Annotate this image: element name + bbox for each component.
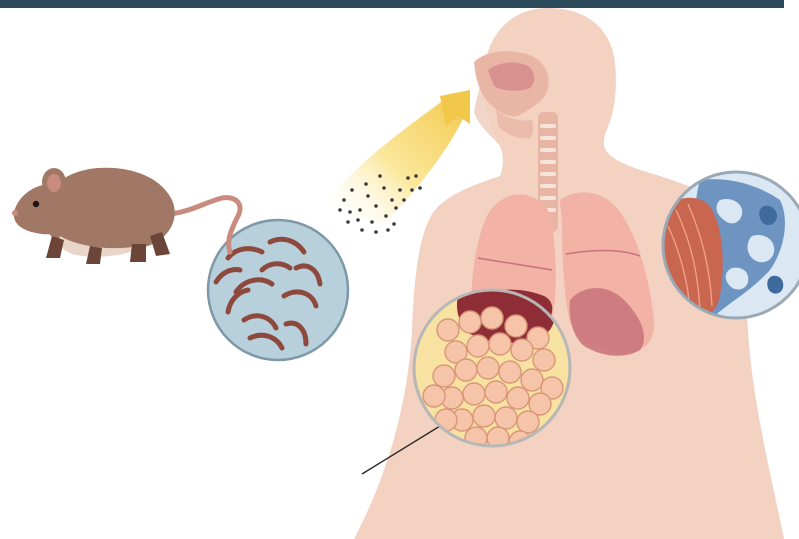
alveolus bbox=[433, 365, 455, 387]
alveolus bbox=[423, 385, 445, 407]
alveolus bbox=[485, 381, 507, 403]
aerosol-particle bbox=[366, 194, 370, 198]
alveolus bbox=[507, 387, 529, 409]
aerosol-particle bbox=[398, 188, 402, 192]
aerosol-particle bbox=[402, 198, 406, 202]
aerosol-particle bbox=[394, 206, 398, 210]
aerosol-particle bbox=[390, 198, 394, 202]
alveolus bbox=[437, 319, 459, 341]
aerosol-particle bbox=[414, 174, 418, 178]
alveolus bbox=[521, 369, 543, 391]
aerosol-particle bbox=[348, 210, 352, 214]
alveolus bbox=[499, 361, 521, 383]
aerosol-particle bbox=[374, 204, 378, 208]
aerosol-particle bbox=[418, 186, 422, 190]
alveolus bbox=[533, 349, 555, 371]
alveolus bbox=[477, 357, 499, 379]
alveolus bbox=[505, 315, 527, 337]
aerosol-particle bbox=[378, 174, 382, 178]
alveolus bbox=[473, 405, 495, 427]
alveolus bbox=[481, 307, 503, 329]
aerosol-particle bbox=[382, 186, 386, 190]
aerosol-particle bbox=[360, 228, 364, 232]
aerosol-particle bbox=[342, 198, 346, 202]
alveolus bbox=[455, 359, 477, 381]
aerosol-particle bbox=[364, 182, 368, 186]
aerosol-particle bbox=[410, 188, 414, 192]
aerosol-particle bbox=[386, 228, 390, 232]
alveolus bbox=[463, 383, 485, 405]
aerosol-particle bbox=[338, 208, 342, 212]
aerosol-particle bbox=[346, 220, 350, 224]
alveolus bbox=[495, 407, 517, 429]
aerosol-particle bbox=[356, 218, 360, 222]
aerosol-particle bbox=[370, 220, 374, 224]
alveolus bbox=[517, 411, 539, 433]
aerosol-particle bbox=[406, 176, 410, 180]
alveolus bbox=[459, 311, 481, 333]
aerosol-particle bbox=[384, 214, 388, 218]
alveolus bbox=[467, 335, 489, 357]
aerosol-particle bbox=[374, 230, 378, 234]
mouse-icon bbox=[12, 168, 240, 264]
tissue-magnifier-icon bbox=[662, 172, 799, 318]
alveolus bbox=[511, 339, 533, 361]
aerosol-particle bbox=[392, 222, 396, 226]
aerosol-particle bbox=[350, 188, 354, 192]
alveolus bbox=[489, 333, 511, 355]
aerosol-particle bbox=[358, 208, 362, 212]
